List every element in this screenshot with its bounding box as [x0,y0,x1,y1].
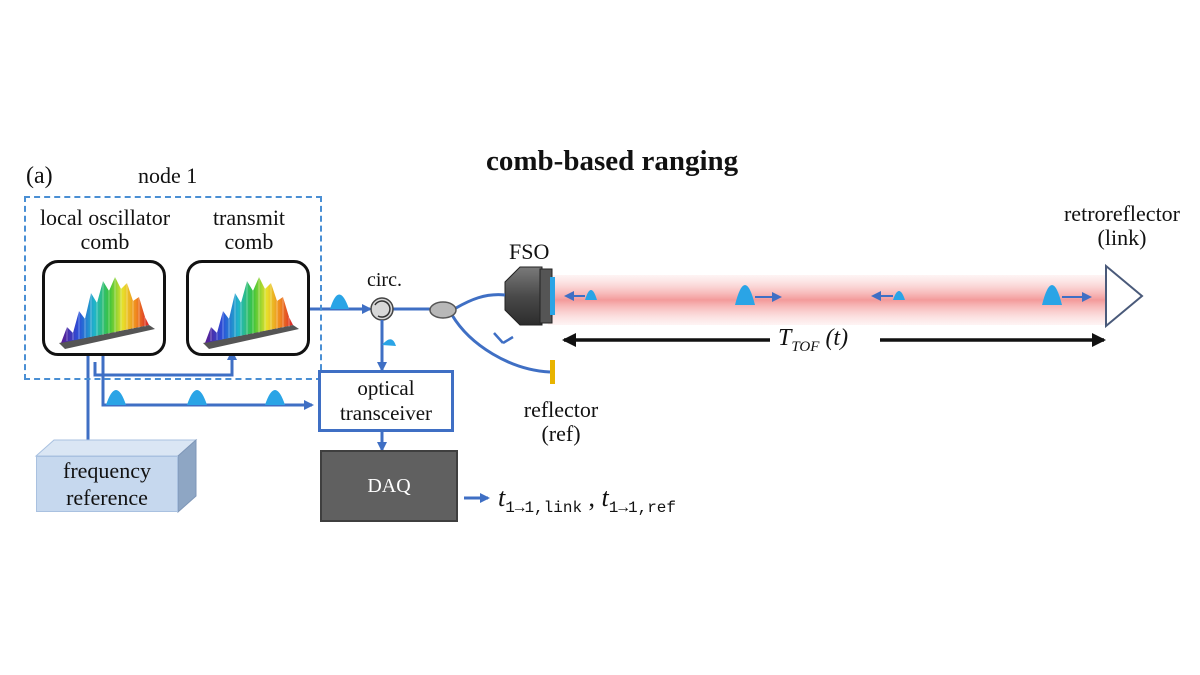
freq-ref-top-face [34,439,198,457]
reflector-label: reflector (ref) [523,397,599,446]
fiber-coupler-icon [429,301,457,319]
diagram-title: comb-based ranging [486,145,739,177]
beam-pulse-4 [1042,285,1062,305]
retroreflector-shape [1105,263,1144,329]
output-t2-subscript: 1→1,ref [608,499,676,518]
freq-ref-side-face [177,438,197,514]
freq-ref-to-transmit-line [93,350,237,377]
reflector-pulse [493,332,514,345]
tof-argument: (t) [819,325,849,351]
fiber-coupler-to-reflector [450,314,551,374]
lo-comb-spectrum-icon [59,277,155,349]
reflector-mirror [550,360,555,384]
frequency-reference-box [36,456,178,512]
circulator-label: circ. [367,269,402,291]
optical-transceiver-box [318,370,454,432]
free-space-beam [548,275,1108,325]
lo-comb-box [42,260,166,356]
lo-pulse-1 [106,390,126,405]
fso-label: FSO [509,239,550,264]
freq-ref-label: frequency reference [63,458,151,510]
output-t2: t [601,483,609,512]
tof-label: TTOF (t) [778,326,848,359]
node-label: node 1 [138,163,198,188]
panel-label: (a) [26,163,53,189]
fiber-lo-to-transceiver [101,356,314,410]
beam-pulse-2 [735,285,755,305]
daq-label: DAQ [367,474,411,497]
lo-comb-label: local oscillator comb [39,205,171,254]
transmit-comb-label: transmit comb [212,205,286,254]
output-separator: , [582,483,602,512]
output-label: t1→1,link , t1→1,ref [498,483,676,520]
fso-telescope-icon [504,266,555,326]
retroreflector-label: retroreflector (link) [1063,201,1181,250]
daq-box: DAQ [320,450,458,522]
transmit-pulse [330,294,349,309]
node-dashed-box [24,196,322,380]
circulator-icon [370,297,394,321]
output-t1-subscript: 1→1,link [505,499,583,518]
return-pulse [382,339,396,346]
transmit-comb-spectrum-icon [203,277,299,349]
tof-subscript: TOF [791,338,820,355]
lo-pulse-2 [187,390,207,405]
output-t1: t [498,483,506,512]
transmit-comb-box [186,260,310,356]
lo-pulse-3 [265,390,285,405]
beam-pulse-3 [893,291,905,300]
beam-pulse-1 [585,290,597,300]
transceiver-label: optical transceiver [339,376,433,425]
tof-symbol: T [778,325,792,351]
fiber-coupler-to-fso [455,293,506,310]
